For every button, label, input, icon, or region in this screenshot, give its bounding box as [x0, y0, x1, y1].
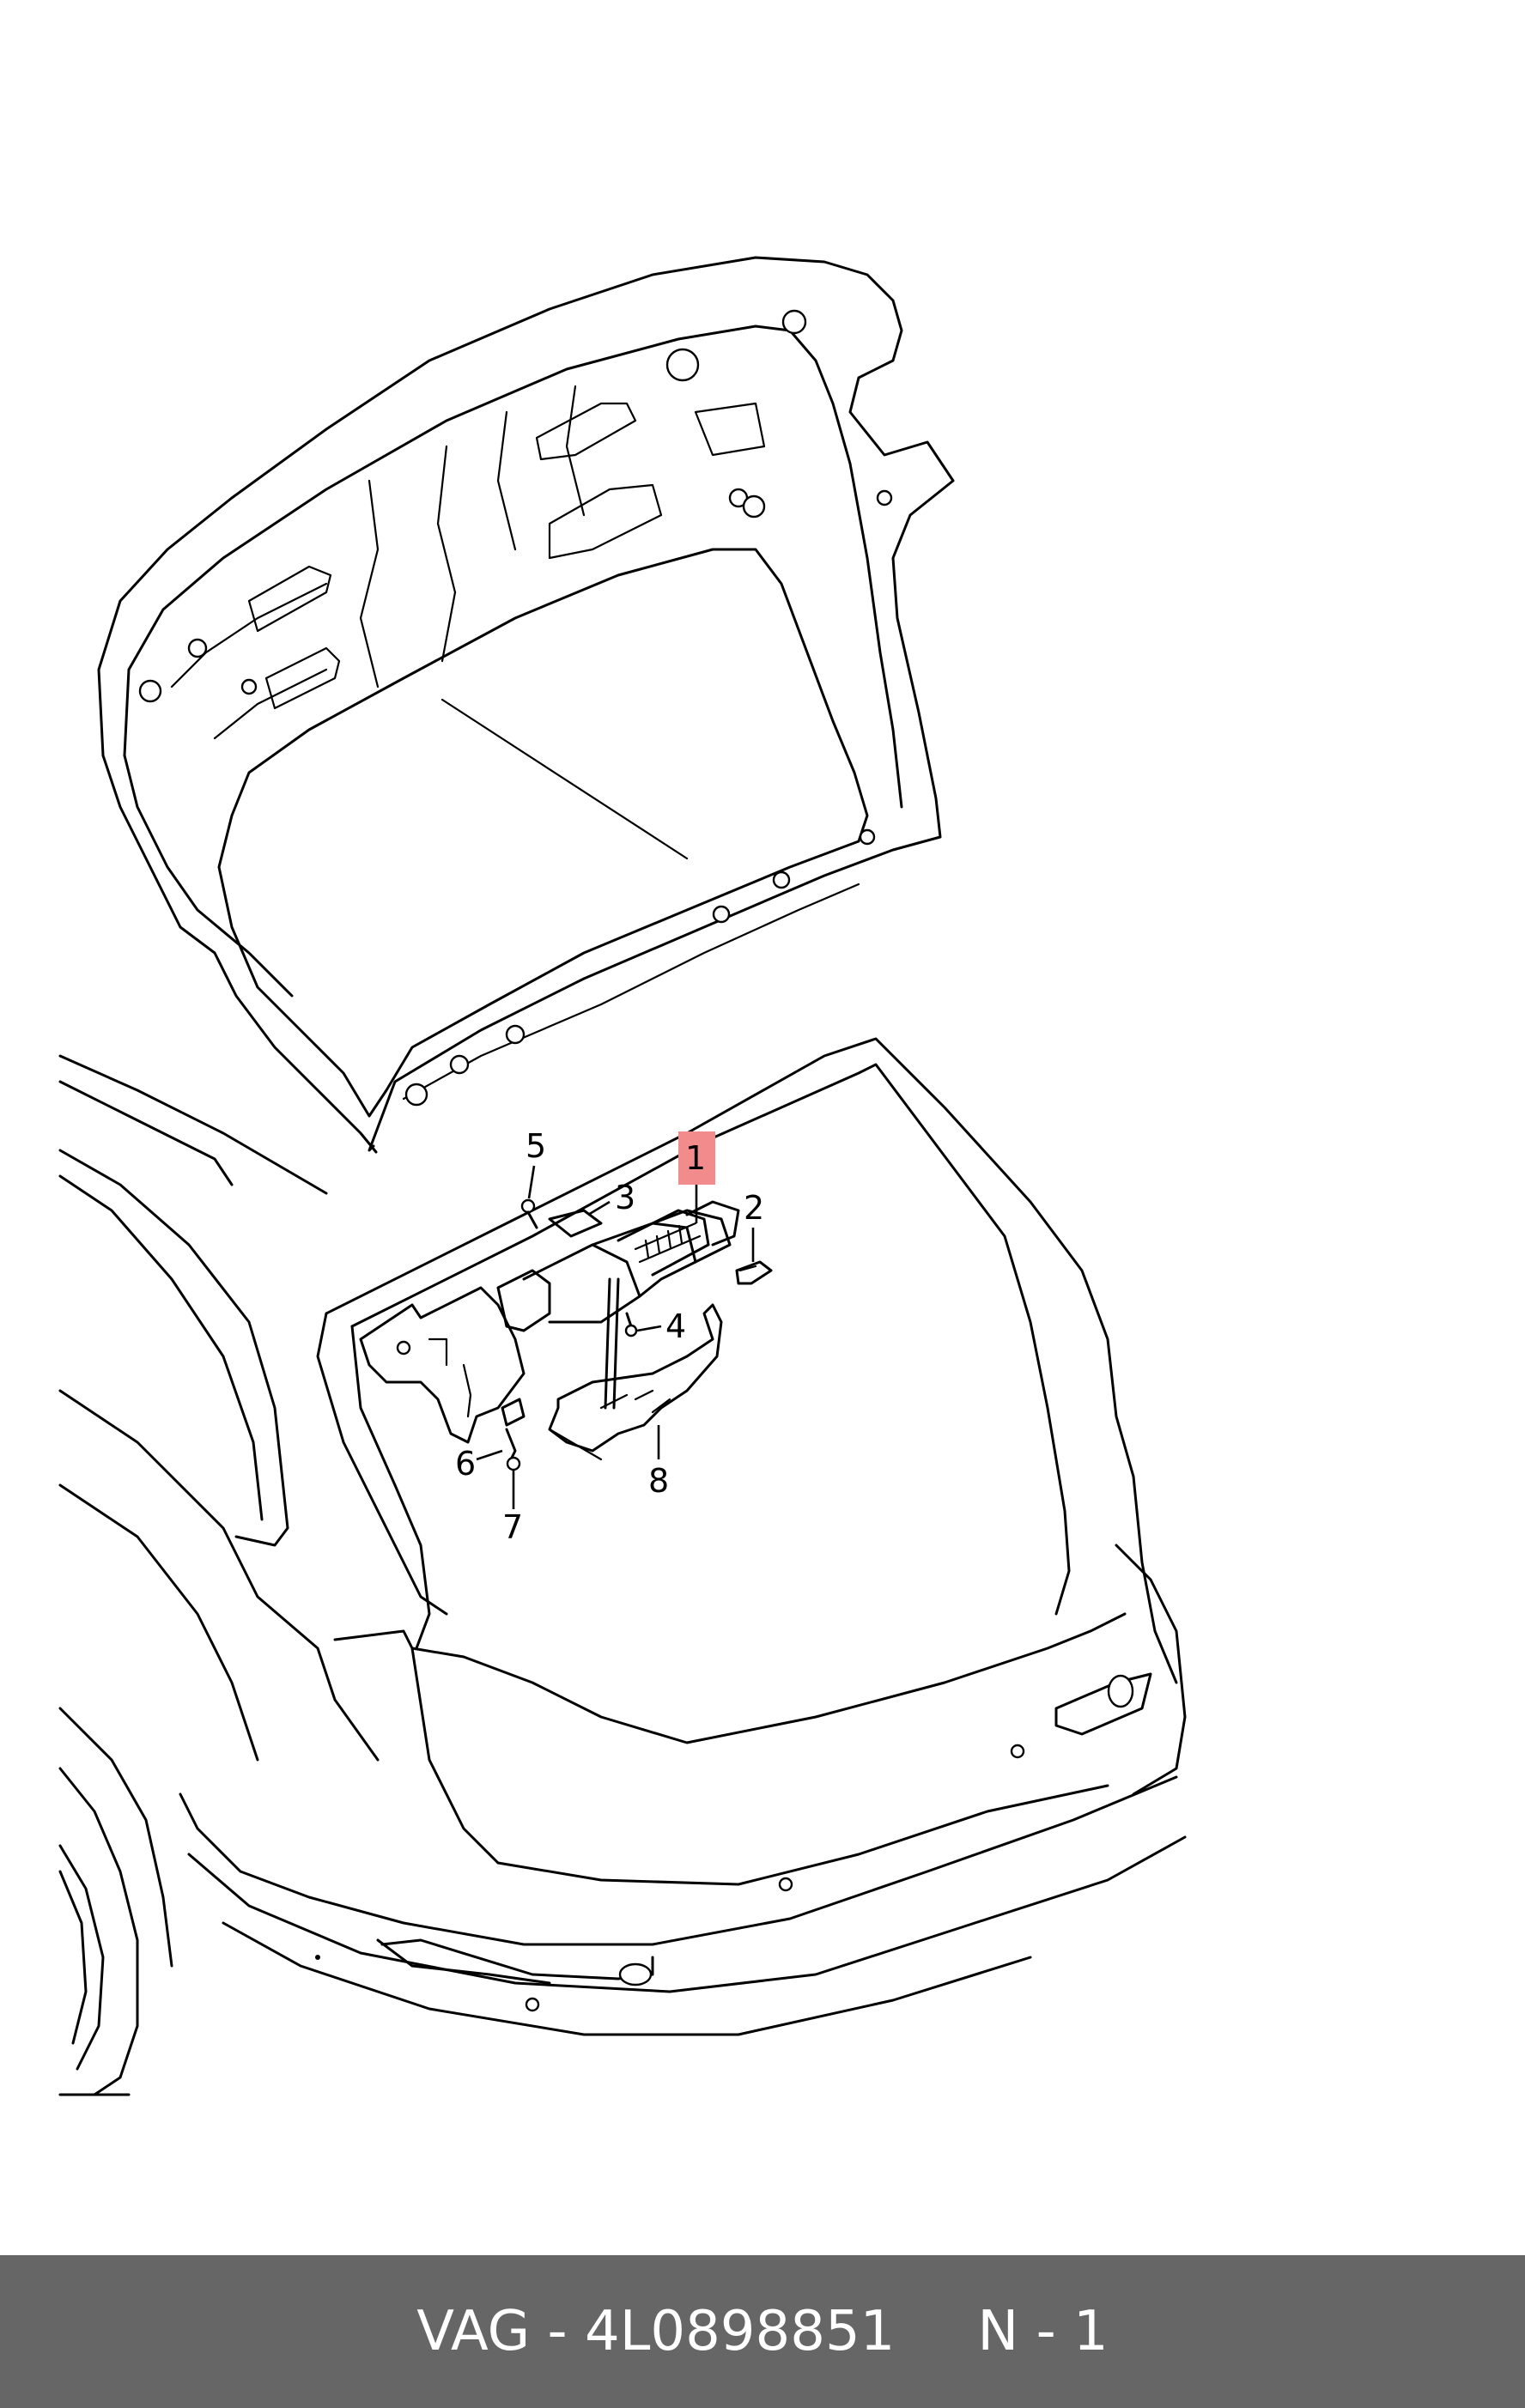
callouts: 1 2 3 4 5 6 7 8 — [455, 1127, 764, 1546]
callout-6-label: 6 — [455, 1445, 476, 1483]
callout-5-label: 5 — [526, 1127, 546, 1165]
callout-3-label: 3 — [615, 1179, 635, 1216]
callout-4-label: 4 — [665, 1307, 686, 1345]
callout-1-highlight — [678, 1131, 715, 1185]
part-number-label: VAG - 4L0898851 — [416, 2300, 896, 2363]
lock-assembly — [359, 1198, 773, 1471]
part-number-footer: VAG - 4L0898851 N - 1 — [0, 2255, 1525, 2408]
callout-7-label: 7 — [502, 1508, 523, 1546]
callout-8-label: 8 — [648, 1462, 669, 1500]
callout-2-label: 2 — [744, 1189, 764, 1227]
parts-diagram: 1 2 3 4 5 6 7 8 — [58, 256, 1187, 2096]
callout-1-label: 1 — [685, 1139, 706, 1177]
quantity-label: N - 1 — [977, 2300, 1109, 2363]
car-body — [58, 1037, 1187, 2096]
tailgate — [97, 256, 955, 1154]
